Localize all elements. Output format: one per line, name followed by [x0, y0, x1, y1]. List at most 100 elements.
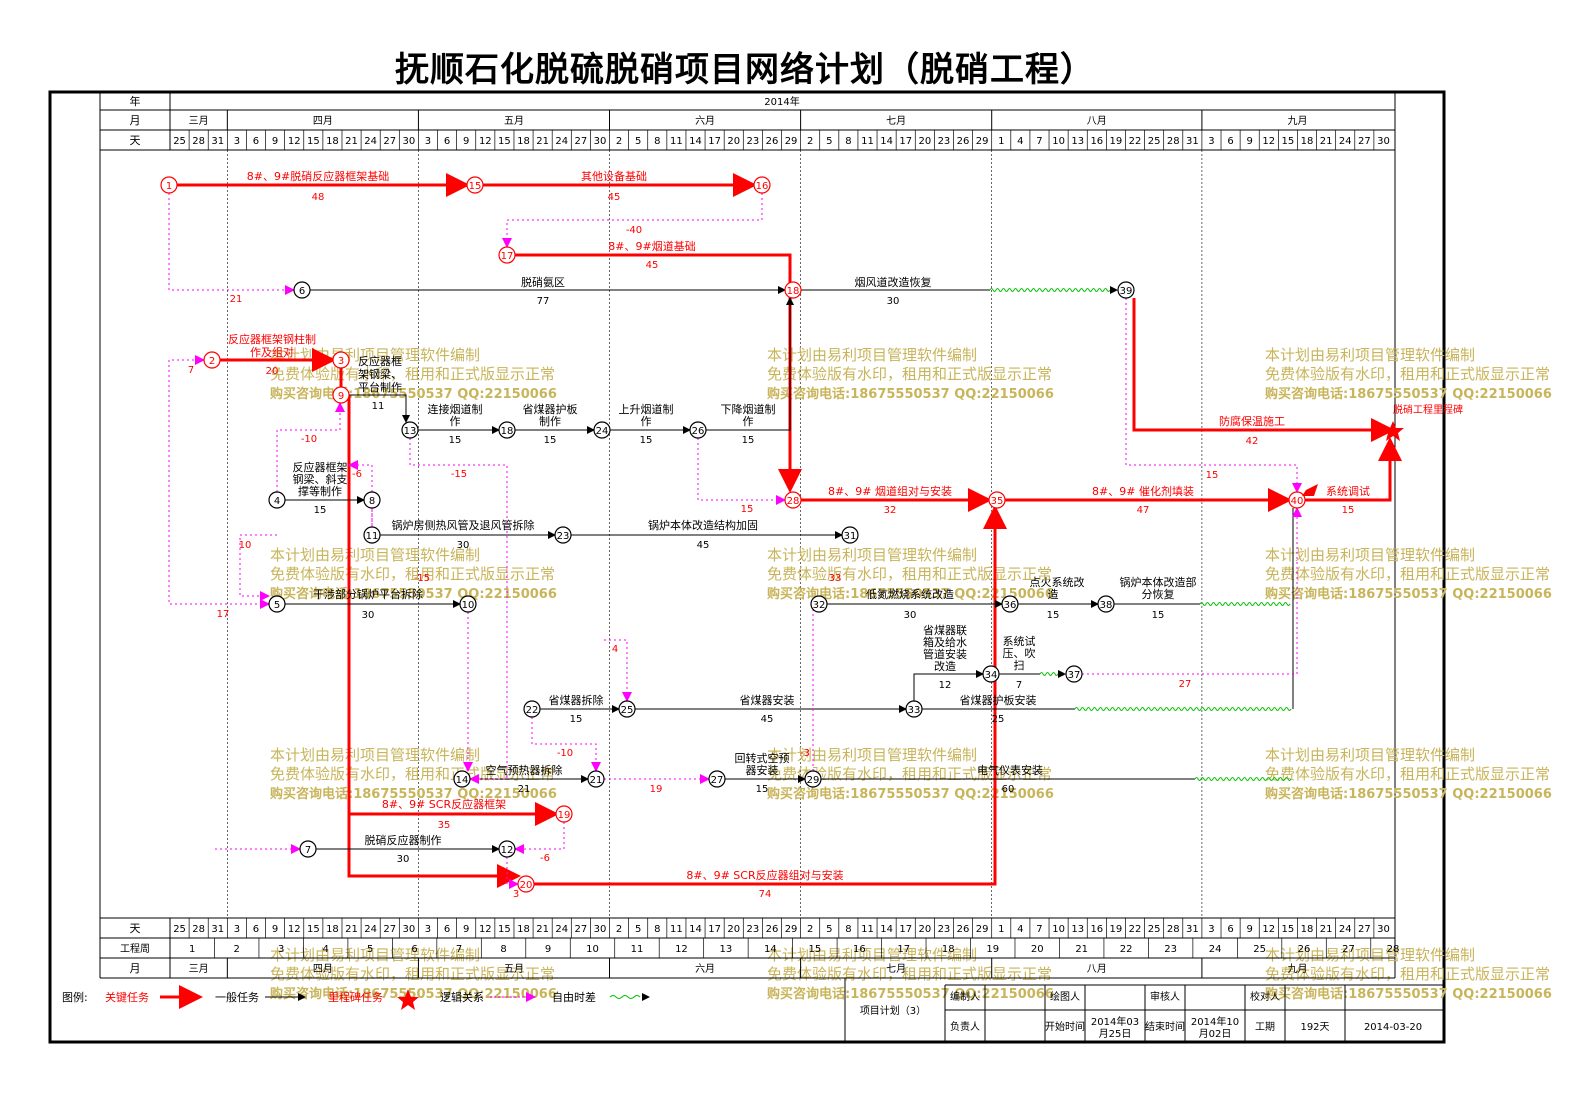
day-label: 24: [555, 136, 568, 147]
node-label: 24: [596, 426, 609, 437]
node-circle: [1117, 281, 1135, 299]
day-label: 9: [1246, 136, 1252, 147]
task-arrow: [913, 670, 984, 701]
day-label: 7: [1036, 136, 1042, 147]
arrow-head: [1110, 286, 1118, 294]
node-circle: [299, 840, 317, 858]
end-value-2: 月02日: [1199, 1028, 1232, 1040]
node-label: 26: [692, 426, 705, 437]
task-name: 分恢复: [1142, 587, 1175, 601]
day-label: 28: [192, 136, 205, 147]
watermark-text: 购买咨询电话:18675550537 QQ:22150066: [270, 386, 557, 402]
logic-arrow: [168, 360, 270, 609]
logic-arrow: [514, 822, 565, 854]
footer-day: 18: [1301, 924, 1314, 935]
footer-day: 4: [1017, 924, 1023, 935]
node-circle: [555, 805, 573, 823]
node-label: 23: [557, 531, 570, 542]
node-circle: [363, 526, 381, 544]
task-duration: 74: [759, 889, 772, 900]
task-duration: 11: [372, 401, 385, 412]
task-duration: 15: [1047, 610, 1060, 621]
footer-day: 24: [364, 924, 377, 935]
node-label: 31: [844, 531, 857, 542]
day-label: 2: [807, 136, 813, 147]
footer-week: 26: [1298, 944, 1311, 955]
footer-day: 9: [463, 924, 469, 935]
node-label: 3: [338, 356, 344, 367]
footer-day: 7: [1036, 924, 1042, 935]
milestone-label: 脱硝工程里程碑: [1393, 403, 1463, 416]
footer-week: 24: [1209, 944, 1222, 955]
date: 2014-03-20: [1364, 1022, 1422, 1033]
start-value-2: 月25日: [1099, 1028, 1132, 1040]
month-label: 三月: [189, 115, 209, 127]
task-name: 低氮燃烧系统改造: [866, 587, 954, 601]
node-circle: [268, 595, 286, 613]
day-label: 12: [479, 136, 492, 147]
node-label: 6: [299, 286, 305, 297]
logic-label: 7: [188, 365, 194, 376]
footer-day: 23: [746, 924, 759, 935]
day-label: 17: [708, 136, 721, 147]
footer-week: 4: [322, 944, 328, 955]
day-label: 15: [498, 136, 511, 147]
footer-day: 28: [192, 924, 205, 935]
drafter: 绘图人: [1050, 990, 1080, 1003]
footer-week: 16: [853, 944, 866, 955]
footer-day: 11: [670, 924, 683, 935]
logic-label: 21: [230, 294, 243, 305]
task-name: 下降烟道制: [721, 402, 776, 416]
watermark-text: 免费体验版有水印，租用和正式版显示正常: [270, 565, 555, 583]
footer-day: 25: [173, 924, 186, 935]
node-label: 37: [1068, 670, 1081, 681]
day-label: 29: [785, 136, 798, 147]
day-label: 31: [1186, 136, 1199, 147]
footer-day: 6: [1227, 924, 1233, 935]
logic-label: 15: [1206, 470, 1219, 481]
footer-week: 7: [456, 944, 462, 955]
watermark-text: 购买咨询电话:18675550537 QQ:22150066: [1265, 986, 1552, 1002]
footer-week: 1: [189, 944, 195, 955]
footer-day: 1: [998, 924, 1004, 935]
month-label: 九月: [1287, 115, 1307, 127]
node-label: 7: [305, 845, 311, 856]
critical-task-arrow: [1132, 298, 1395, 442]
footer-day: 12: [479, 924, 492, 935]
task-name: 钢梁、斜支: [293, 472, 348, 486]
task-duration: 12: [939, 680, 952, 691]
footer-day: 17: [899, 924, 912, 935]
day-label: 30: [403, 136, 416, 147]
task-duration: 47: [1137, 505, 1150, 516]
day-label: 31: [211, 136, 224, 147]
day-label: 26: [957, 136, 970, 147]
footer-week: 17: [897, 944, 910, 955]
footer-week: 14: [764, 944, 777, 955]
footer-day: 12: [288, 924, 301, 935]
task-duration: 15: [449, 435, 462, 446]
page-title: 抚顺石化脱硫脱硝项目网络计划（脱硝工程）: [395, 50, 1095, 90]
float-line: [1074, 707, 1292, 711]
node-label: 10: [462, 600, 475, 611]
watermark-text: 本计划由易利项目管理软件编制: [767, 946, 977, 964]
task-duration: 45: [608, 192, 621, 203]
task-name: 作: [641, 415, 652, 428]
footer-day: 16: [1090, 924, 1103, 935]
task-name: 锅炉本体改造部: [1120, 575, 1197, 589]
task-name: 省煤器联: [923, 624, 967, 637]
node-circle: [453, 770, 471, 788]
footer-month: 七月: [886, 963, 906, 975]
month-label: 五月: [504, 115, 524, 127]
footer-day: 24: [555, 924, 568, 935]
task-duration: 15: [640, 435, 653, 446]
logic-arrow: [348, 460, 373, 492]
day-label: 25: [1148, 136, 1161, 147]
day-label: 12: [288, 136, 301, 147]
footer-day: 23: [938, 924, 951, 935]
task-duration: 21: [518, 784, 531, 795]
float-line: [1194, 777, 1292, 781]
footer-day: 19: [1110, 924, 1123, 935]
logic-label: -40: [626, 225, 642, 236]
node-circle: [1001, 595, 1019, 613]
task-duration: 30: [362, 610, 375, 621]
